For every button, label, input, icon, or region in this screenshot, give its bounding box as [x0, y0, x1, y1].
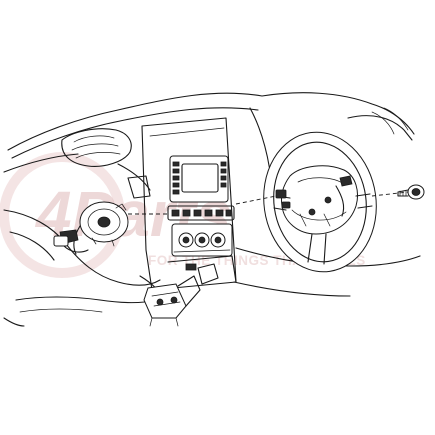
retaining-bolt [397, 184, 425, 200]
console-switch [185, 263, 197, 271]
dashboard-upper-pad [3, 92, 415, 173]
lower-column-area [139, 263, 219, 327]
steering-column-lower [143, 283, 187, 319]
preset-buttons [171, 209, 232, 217]
radio-head-unit [169, 155, 229, 203]
steering-wheel [263, 131, 377, 273]
left-dash-vent [61, 128, 151, 199]
leader-wheel-to-bolt [371, 191, 409, 197]
radio-side-buttons [172, 161, 227, 195]
radio-display-screen [181, 163, 219, 193]
radio-preset-strip [167, 205, 235, 221]
wheel-switch-right [339, 175, 353, 187]
clock-spring-connector [53, 235, 69, 247]
clock-spring-assembly [53, 201, 129, 255]
left-lower-dash [3, 209, 161, 327]
wheel-switch-left [275, 189, 287, 199]
exploded-leader-lines [128, 191, 409, 215]
center-stack [141, 117, 237, 291]
